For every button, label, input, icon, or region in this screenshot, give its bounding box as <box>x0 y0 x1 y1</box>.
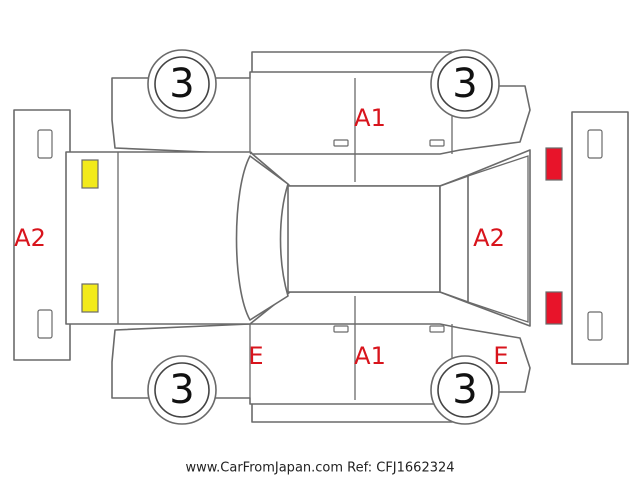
lower-side-view <box>111 296 531 405</box>
front-bumper-panel <box>13 109 71 361</box>
wheel-rear-left: 3 <box>147 355 217 425</box>
front-light-bottom <box>81 283 99 313</box>
damage-label-roof-top: A1 <box>354 104 386 132</box>
front-light-top <box>81 159 99 189</box>
car-top-view <box>65 149 531 327</box>
damage-label-rear-bumper: A2 <box>473 224 505 252</box>
rear-bumper-panel <box>571 111 629 365</box>
rear-light-top <box>545 147 563 181</box>
wheel-rear-left-grade: 3 <box>169 367 194 413</box>
wheel-rear-right: 3 <box>430 355 500 425</box>
footer-reference: www.CarFromJapan.com Ref: CFJ1662324 <box>185 461 454 476</box>
damage-label-roof-bottom: A1 <box>354 342 386 370</box>
damage-label-side-right: E <box>493 342 508 370</box>
rear-light-bottom <box>545 291 563 325</box>
damage-label-side-left: E <box>248 342 263 370</box>
wheel-front-right: 3 <box>430 49 500 119</box>
wheel-rear-right-grade: 3 <box>452 367 477 413</box>
wheel-front-right-grade: 3 <box>452 61 477 107</box>
wheel-front-left: 3 <box>147 49 217 119</box>
damage-label-front-bumper: A2 <box>14 224 46 252</box>
wheel-front-left-grade: 3 <box>169 61 194 107</box>
